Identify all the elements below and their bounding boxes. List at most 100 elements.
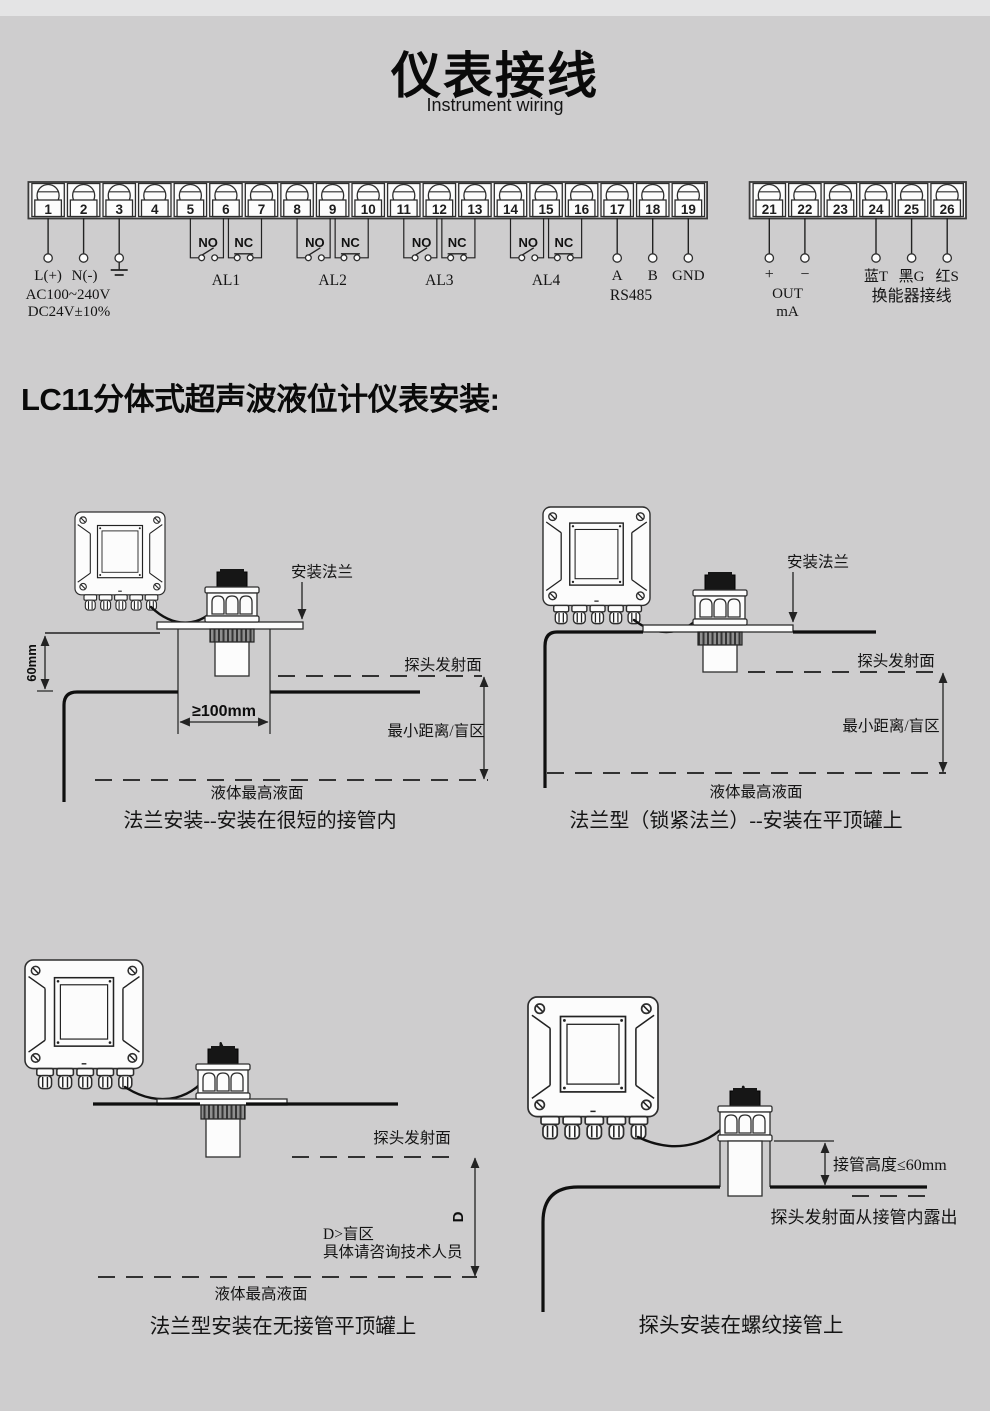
terminal-number: 13 [467,202,483,217]
d1-100mm-label: ≥100mm [192,703,256,720]
d3-liquid-label: 液体最高液面 [214,1285,307,1303]
contact-icon [424,254,432,262]
no-contact-blade-icon [414,247,428,256]
label-rs485-b: B [648,268,658,284]
label-alarm: AL4 [532,272,561,289]
terminal-number: 24 [868,202,884,217]
d2-min-distance-label: 最小距离/盲区 [842,717,939,735]
page-title: 仪表接线 [391,48,599,104]
d4-caption: 探头安装在螺纹接管上 [639,1314,844,1337]
terminal-number: 5 [187,202,195,217]
d4-nozzle-height-label: 接管高度≤60mm [833,1156,947,1174]
install-diagram-4: 接管高度≤60mm 探头发射面从接管内露出 探头安装在螺纹接管上 [527,996,958,1337]
terminal-number: 25 [904,202,920,217]
install-diagram-2: 安装法兰 探头发射面 最小距离/盲区 液体最高液面 法兰型（锁紧法兰）--安装在… [542,506,948,832]
label-alarm: AL1 [212,272,240,289]
terminal-number: 3 [115,202,123,217]
label-nc: NC [234,235,253,250]
section-heading: LC11分体式超声波液位计仪表安装: [21,382,500,417]
label-alarm: AL2 [318,272,346,289]
install-diagram-1: 安装法兰 60mm ≥100mm 探头发射面 最小距离/盲区 液体最高液面 法兰… [24,511,489,832]
contact-icon [304,254,312,262]
terminal-number: 16 [574,202,590,217]
contact-icon [518,254,526,262]
d3-probe-face-label: 探头发射面 [373,1129,451,1147]
d3-blind-note-1: D>盲区 [323,1225,374,1243]
contact-icon [233,254,241,262]
d3-blind-note-2: 具体请咨询技术人员 [323,1243,463,1261]
label-no: NO [198,235,218,250]
terminal-number: 19 [681,202,696,217]
contact-icon [411,254,419,262]
terminal-number: 15 [539,202,555,217]
d1-liquid-label: 液体最高液面 [210,784,303,802]
terminal-number: 12 [432,202,447,217]
d3-dim-d-label: D [450,1211,467,1222]
label-nc: NC [554,235,573,250]
label-live: L(+) [34,268,62,284]
contact-icon [531,254,539,262]
relay-group-AL3: NO NC AL3 [403,218,476,289]
label-no: NO [305,235,325,250]
current-out-wiring: + − OUT mA [764,218,810,320]
rs485-wiring: A B GND RS485 [610,218,705,304]
terminal-number: 2 [80,202,88,217]
label-rs485-a: A [612,268,623,284]
ground-icon [110,262,128,276]
terminal-number: 14 [503,202,519,217]
label-out-plus: + [765,266,774,283]
label-blue-t: 蓝T [864,268,888,285]
transducer-wiring: 蓝T 黑G 红S 换能器接线 [864,218,959,305]
label-rs485-gnd: GND [672,268,705,284]
label-ma: mA [776,304,799,320]
d4-protrude-label: 探头发射面从接管内露出 [771,1208,958,1227]
label-alarm: AL3 [425,272,454,289]
contact-icon [447,254,455,262]
contact-icon [317,254,325,262]
relay-group-AL1: NO NC AL1 [189,218,263,289]
d2-caption: 法兰型（锁紧法兰）--安装在平顶罐上 [569,809,902,832]
label-supply-ac: AC100~240V [26,287,111,303]
d2-flange-label: 安装法兰 [787,553,849,571]
label-no: NO [412,235,432,250]
label-rs485: RS485 [610,287,652,304]
contact-icon [198,254,206,262]
label-no: NO [519,235,539,250]
terminal-number: 18 [645,202,661,217]
d1-min-distance-label: 最小距离/盲区 [387,722,484,740]
no-contact-blade-icon [521,247,535,256]
terminal-number: 21 [762,202,778,217]
terminal-number: 11 [397,202,412,217]
label-out: OUT [772,286,803,302]
d1-60mm-label: 60mm [24,644,39,682]
d2-liquid-label: 液体最高液面 [709,783,802,801]
contact-icon [246,254,254,262]
terminal-number: 23 [833,202,849,217]
page-subtitle: Instrument wiring [426,95,564,115]
terminal-number: 9 [329,202,337,217]
install-diagram-3: 探头发射面 D D>盲区 具体请咨询技术人员 液体最高液面 法兰型安装在无接管平… [24,959,480,1338]
contact-icon [340,254,348,262]
power-wiring: L(+) N(-) AC100~240V DC24V±10% [26,218,128,320]
relay-contacts: NO NC AL1 NO NC AL2 NO NC AL3 NO NC AL4 [189,218,583,289]
terminal-number: 1 [44,202,52,217]
terminal-block-2-cells: 21 22 23 24 25 26 [752,182,964,218]
terminal-number: 4 [151,202,159,217]
relay-group-AL4: NO NC AL4 [509,218,583,289]
terminal-number: 22 [797,202,812,217]
d2-probe-face-label: 探头发射面 [857,652,935,670]
label-nc: NC [448,235,467,250]
label-nc: NC [341,235,360,250]
contact-icon [211,254,219,262]
terminal-number: 7 [258,202,266,217]
label-out-minus: − [800,266,809,283]
top-band [0,0,990,16]
label-black-g: 黑G [899,269,925,285]
terminal-number: 8 [293,202,301,217]
terminal-number: 10 [361,202,376,217]
terminal-number: 26 [940,202,956,217]
contact-icon [566,254,574,262]
d1-caption: 法兰安装--安装在很短的接管内 [123,809,396,832]
